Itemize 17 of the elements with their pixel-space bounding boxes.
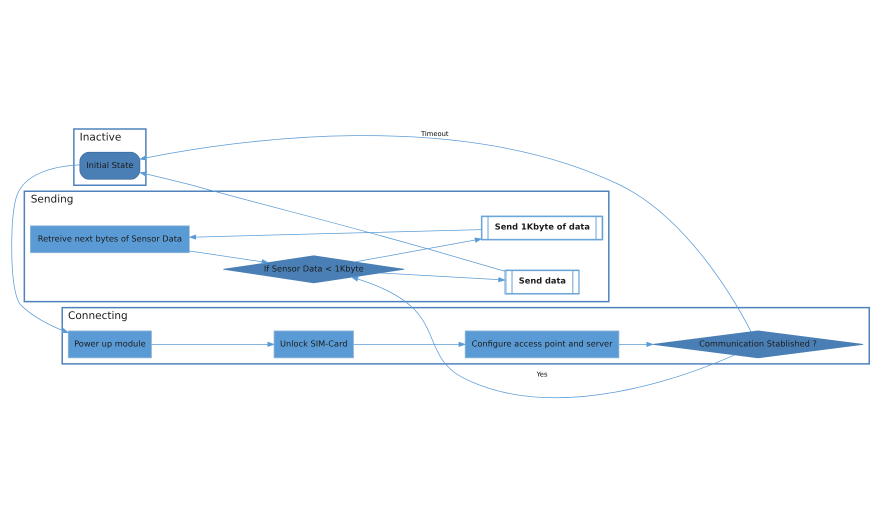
arrow [138, 135, 752, 332]
node-box: Initial State [80, 152, 140, 180]
arrow [139, 171, 506, 272]
arrow [379, 272, 506, 282]
node-box: Power up module [68, 330, 152, 358]
node-box: Unlock SIM-Card [274, 330, 354, 358]
arrow [188, 229, 482, 240]
arrow [11, 164, 80, 334]
arrow [618, 342, 654, 347]
node-diamond: Communication Stablished ? [652, 330, 864, 358]
arrow [353, 342, 466, 347]
arrow [354, 238, 482, 262]
arrow [151, 342, 275, 347]
arrow [350, 276, 736, 398]
arrow [189, 250, 270, 264]
node-box: Configure access point and server [464, 330, 620, 358]
node-box: Retreive next bytes of Sensor Data [30, 225, 190, 254]
